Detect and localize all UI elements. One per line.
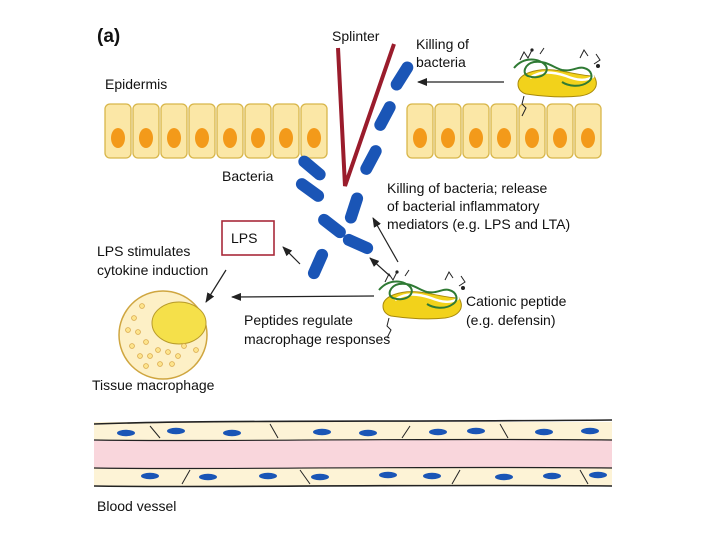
endothelial-nucleus	[117, 429, 135, 437]
endothelial-nucleus	[379, 471, 397, 479]
endothelial-nucleus	[535, 428, 553, 436]
cell-nucleus	[251, 128, 265, 148]
peptides-regulate-label-line2: macrophage responses	[244, 331, 390, 347]
endothelial-nucleus	[223, 429, 241, 437]
cell-nucleus	[111, 128, 125, 148]
arrow-peptide-to-cluster	[369, 257, 391, 277]
cell-nucleus	[581, 128, 595, 148]
bacteria-group	[295, 61, 414, 280]
peptides-regulate-label-line1: Peptides regulate	[244, 312, 353, 328]
endothelial-nucleus	[259, 472, 277, 480]
release-label-line1: Killing of bacteria; release	[387, 180, 548, 196]
endothelial-nucleus	[167, 427, 185, 435]
endothelial-nucleus	[429, 428, 447, 436]
epidermis-cell	[244, 103, 272, 159]
arrow-peptide-to-macrophage	[231, 292, 375, 301]
cell-nucleus	[413, 128, 427, 148]
epidermis-cell	[434, 103, 462, 159]
bacterium	[295, 178, 325, 202]
endothelial-nucleus	[467, 427, 485, 435]
endothelial-nucleus	[311, 473, 329, 481]
lps-stimulates-label-line1: LPS stimulates	[97, 243, 190, 259]
epidermis-cell	[104, 103, 132, 159]
cell-nucleus	[223, 128, 237, 148]
epidermis-cell	[272, 103, 300, 159]
cell-nucleus	[497, 128, 511, 148]
splinter-label: Splinter	[332, 28, 380, 44]
tissue-macrophage	[118, 290, 208, 380]
splinter	[336, 43, 396, 187]
epidermis-cell	[160, 103, 188, 159]
epidermis-label: Epidermis	[105, 76, 167, 92]
release-label-line3: mediators (e.g. LPS and LTA)	[387, 216, 570, 232]
epidermis-cell	[132, 103, 160, 159]
cell-nucleus	[195, 128, 209, 148]
cell-nucleus	[307, 128, 321, 148]
bacterium	[318, 213, 346, 239]
cell-nucleus	[553, 128, 567, 148]
cell-nucleus	[525, 128, 539, 148]
endothelial-nucleus	[589, 471, 607, 479]
endothelial-nucleus	[313, 428, 331, 436]
bacterium	[390, 61, 414, 91]
epidermis-cell	[574, 103, 602, 159]
blood-vessel	[93, 419, 613, 488]
cationic-peptide-label-line2: (e.g. defensin)	[466, 312, 556, 328]
arrow-killing-to-bacteria	[372, 217, 399, 263]
epidermis-cell	[188, 103, 216, 159]
epidermis-cell	[216, 103, 244, 159]
epidermis-cell	[406, 103, 434, 159]
endothelial-nucleus	[199, 473, 217, 481]
blood-vessel-label: Blood vessel	[97, 498, 176, 514]
epidermis-cell-layer	[104, 103, 602, 159]
killing-of-bacteria-label-line1: Killing of	[416, 36, 469, 52]
endothelial-nucleus	[141, 472, 159, 480]
epidermis-cell	[490, 103, 518, 159]
endothelial-nucleus	[543, 472, 561, 480]
cationic-peptide-label-line1: Cationic peptide	[466, 293, 567, 309]
lps-box	[221, 220, 275, 256]
endothelial-nucleus	[359, 429, 377, 437]
cell-nucleus	[139, 128, 153, 148]
endothelial-nucleus	[423, 472, 441, 480]
arrow-lps-to-macrophage	[205, 269, 227, 303]
cell-nucleus	[441, 128, 455, 148]
lps-label: LPS	[231, 230, 257, 246]
cationic-peptide-molecule-top	[513, 47, 601, 117]
cell-nucleus	[167, 128, 181, 148]
bacterium	[298, 155, 326, 181]
bacterium	[344, 192, 364, 224]
bacterium	[374, 101, 396, 131]
panel-label: (a)	[97, 26, 120, 47]
epidermis-cell	[462, 103, 490, 159]
lps-stimulates-label-line2: cytokine induction	[97, 262, 208, 278]
endothelial-nucleus	[495, 473, 513, 481]
cell-nucleus	[469, 128, 483, 148]
bacterium	[342, 233, 374, 255]
bacteria-label: Bacteria	[222, 168, 274, 184]
bacterium	[307, 248, 329, 280]
killing-of-bacteria-label-line2: bacteria	[416, 54, 466, 70]
epidermis-cell	[300, 103, 328, 159]
release-label-line2: of bacterial inflammatory	[387, 198, 540, 214]
endothelial-nucleus	[581, 427, 599, 435]
cationic-peptide-molecule-middle	[378, 269, 466, 339]
tissue-macrophage-label: Tissue macrophage	[92, 377, 215, 393]
arrow-bacteria-to-lps	[282, 246, 301, 265]
bacterium	[360, 145, 382, 175]
cell-nucleus	[279, 128, 293, 148]
epidermis-cell	[546, 103, 574, 159]
epidermis-cell	[518, 103, 546, 159]
